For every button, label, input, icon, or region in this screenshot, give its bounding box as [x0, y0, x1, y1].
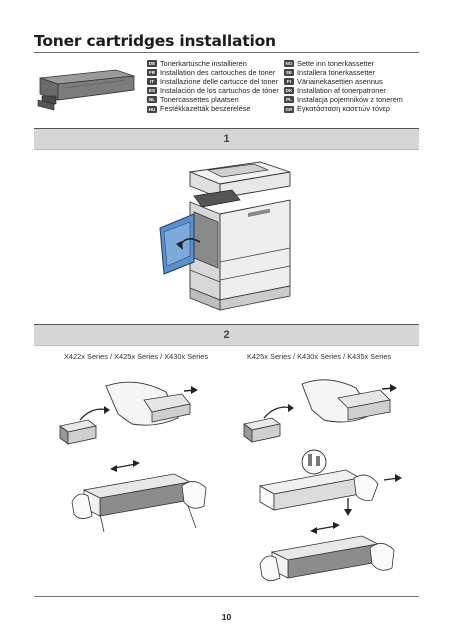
remove-seal-right-illustration — [258, 449, 402, 516]
shake-cartridge-right-illustration — [259, 522, 395, 581]
lang-code-no: NO — [284, 60, 294, 68]
lang-code-es: ES — [147, 87, 157, 95]
lang-code-fr: FR — [147, 69, 157, 77]
title-rule — [34, 52, 419, 53]
shake-cartridge-left-illustration — [71, 460, 207, 533]
printer-open-door-illustration — [159, 161, 291, 311]
step-2-number: 2 — [223, 329, 230, 341]
step-1-number: 1 — [223, 133, 230, 145]
lang-text-se: Installera tonerkassetter — [297, 68, 375, 78]
lang-code-de: DE — [147, 60, 157, 68]
lang-text-nl: Tonercassettes plaatsen — [160, 95, 239, 105]
lang-code-dk: DK — [284, 87, 294, 95]
unpack-cartridge-right-illustration — [243, 379, 397, 443]
lang-text-de: Tonerkartusche installieren — [160, 59, 247, 68]
lang-code-hu: HU — [147, 105, 157, 113]
footer-rule — [34, 596, 419, 597]
toner-cartridge-thumbnail — [37, 69, 135, 111]
lang-text-it: Installazione delle cartucce del toner — [160, 77, 279, 87]
step-1-header: 1 — [34, 128, 419, 150]
lang-text-fi: Väriainekasettien asennus — [297, 77, 383, 87]
series-label-right: K425x Series / K430x Series / K435x Seri… — [247, 352, 392, 361]
unpack-cartridge-left-illustration — [59, 381, 198, 445]
page-number: 10 — [221, 612, 232, 622]
lang-text-no: Sette inn tonerkassetter — [297, 59, 375, 68]
lang-text-dk: Installation af tonerpatroner — [297, 86, 386, 96]
step-2-header: 2 — [34, 324, 419, 346]
lang-text-hu: Festékkazetták beszerelése — [160, 104, 251, 114]
series-label-left: X422x Series / X425x Series / X430x Seri… — [64, 352, 209, 361]
lang-text-pl: Instalacja pojemników z tonerem — [297, 95, 403, 105]
lang-code-pl: PL — [284, 96, 294, 104]
lang-code-nl: NL — [147, 96, 157, 104]
lang-code-se: SE — [284, 69, 294, 77]
lang-text-gr: Εγκατάσταση κασετών τόνερ — [297, 104, 391, 114]
lang-code-it: IT — [147, 78, 157, 86]
lang-code-gr: GR — [284, 105, 294, 113]
lang-text-fr: Installation des cartouches de toner — [160, 68, 276, 78]
lang-code-fi: FI — [284, 78, 294, 86]
lang-text-es: Instalación de los cartuchos de tóner — [160, 86, 279, 96]
page-title: Toner cartridges installation — [34, 32, 276, 50]
